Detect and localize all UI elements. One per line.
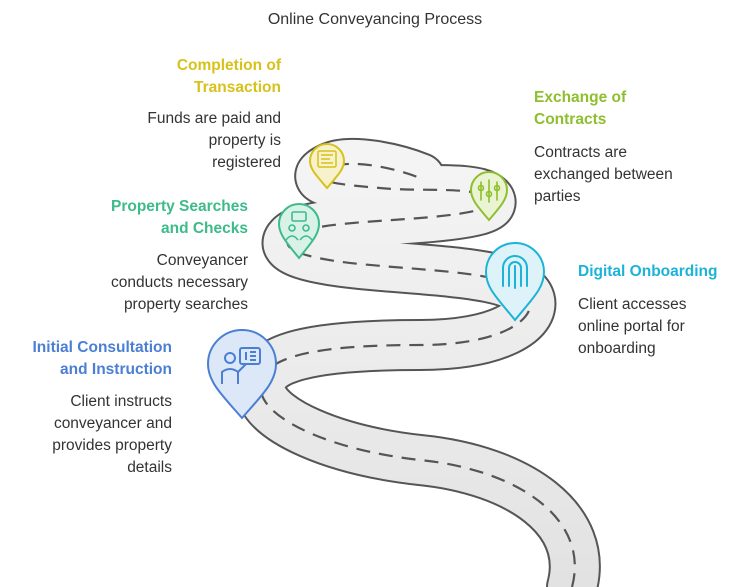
marker-initial-consultation [206,329,278,420]
person-with-screen-icon [221,347,261,384]
title-line: and Checks [160,220,248,237]
title-line: Digital Onboarding [578,263,718,280]
road-center-line [259,162,576,587]
desc-line: property searches [123,296,248,313]
desc-line: parties [534,188,581,205]
step-title-initial-consultation: Initial Consultation and Instruction [33,337,173,381]
desc-line: details [127,459,172,476]
step-desc-property-searches: Conveyancer conducts necessary property … [111,250,248,316]
title-line: Initial Consultation [32,339,173,356]
diagram-title: Online Conveyancing Process [267,11,483,28]
team-icon [285,211,313,241]
desc-line: registered [212,154,281,171]
desc-line: provides property [52,437,172,454]
desc-line: online portal for [578,318,685,335]
marker-completion [308,143,346,190]
desc-line: Client accesses [578,296,687,313]
desc-line: conducts necessary [111,274,248,291]
desc-line: property is [208,132,281,149]
title-line: Contracts [534,111,607,128]
desc-line: Contracts are [534,144,628,161]
desc-line: Funds are paid and [147,110,281,127]
title-line: Exchange of [534,89,627,106]
marker-digital-onboarding [484,242,546,322]
step-desc-digital-onboarding: Client accesses online portal for onboar… [578,294,687,360]
step-desc-completion: Funds are paid and property is registere… [147,108,281,174]
title-line: Completion of [176,57,281,74]
desc-line: Conveyancer [156,252,248,269]
title-line: and Instruction [60,361,172,378]
step-title-digital-onboarding: Digital Onboarding [578,261,718,283]
marker-exchange-contracts [469,171,509,222]
marker-property-searches [277,203,321,260]
title-line: Property Searches [111,198,248,215]
title-line: Transaction [194,79,281,96]
exchange-icon [477,179,501,203]
document-icon [317,150,337,168]
step-desc-initial-consultation: Client instructs conveyancer and provide… [52,391,172,479]
desc-line: exchanged between [534,166,673,183]
step-title-property-searches: Property Searches and Checks [111,196,248,240]
desc-line: onboarding [578,340,656,357]
step-title-exchange-contracts: Exchange of Contracts [534,87,626,131]
step-title-completion: Completion of Transaction [177,55,281,99]
desc-line: conveyancer and [53,415,172,432]
desc-line: Client instructs [70,393,172,410]
fingerprint-icon [502,255,528,289]
step-desc-exchange-contracts: Contracts are exchanged between parties [534,142,673,208]
